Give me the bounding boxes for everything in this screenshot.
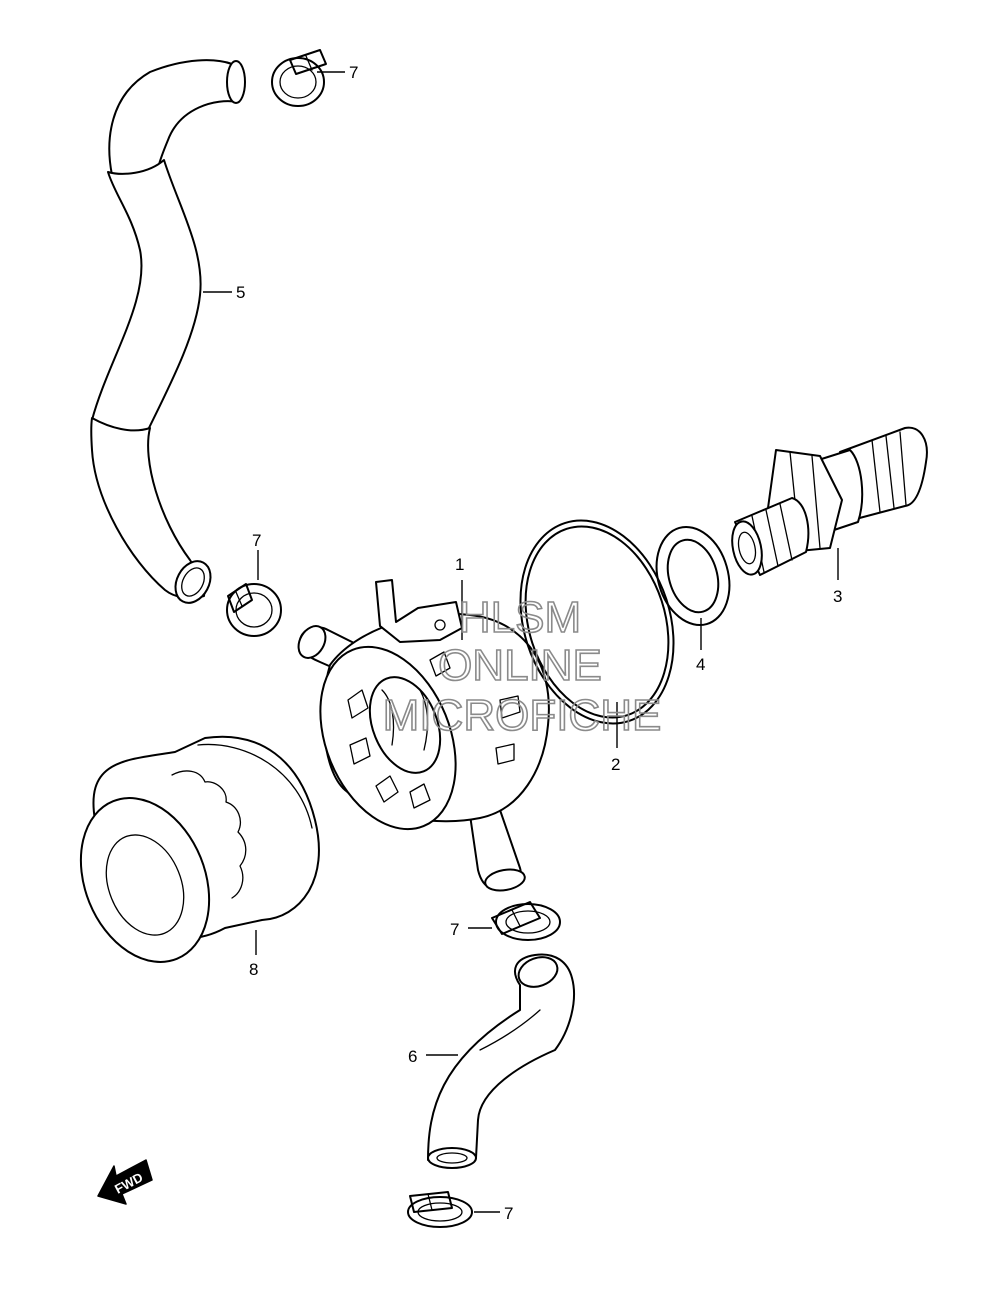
watermark-line-1: HLSM (459, 593, 581, 642)
callout-7-lower: 7 (450, 920, 459, 939)
callout-6: 6 (408, 1047, 417, 1066)
callout-3: 3 (833, 587, 842, 606)
fwd-label: FWD (112, 1170, 145, 1197)
o-ring-part-2[interactable] (495, 501, 698, 744)
clamp-bottom-part-7[interactable] (407, 1191, 473, 1228)
clamp-top-part-7[interactable] (271, 49, 327, 107)
callout-7-bottom: 7 (504, 1204, 513, 1223)
hose-lower-part-6[interactable] (427, 952, 576, 1169)
callout-5: 5 (236, 283, 245, 302)
union-bolt-part-3[interactable] (728, 426, 928, 578)
callout-7-mid: 7 (252, 531, 261, 550)
callout-labels: 7 5 7 1 3 4 2 7 8 6 7 (236, 63, 842, 1223)
clamp-mid-part-7[interactable] (226, 583, 282, 637)
hose-upper-part-5[interactable] (90, 59, 246, 609)
callout-1: 1 (455, 555, 464, 574)
callout-7-top: 7 (349, 63, 358, 82)
callout-8: 8 (249, 960, 258, 979)
fwd-arrow-icon: FWD (97, 1159, 153, 1205)
oil-cooler-part-1[interactable] (293, 579, 550, 893)
watermark-line-3: MICROFICHE (383, 691, 662, 740)
clamp-lower-part-7[interactable] (491, 901, 561, 941)
callout-4: 4 (696, 655, 705, 674)
watermark: HLSM ONLINE MICROFICHE (382, 592, 662, 741)
leader-lines (203, 71, 839, 1213)
watermark-line-2: ONLINE (438, 641, 602, 690)
oil-filter-part-8[interactable] (58, 735, 320, 982)
gasket-part-4[interactable] (646, 518, 741, 633)
callout-2: 2 (611, 755, 620, 774)
